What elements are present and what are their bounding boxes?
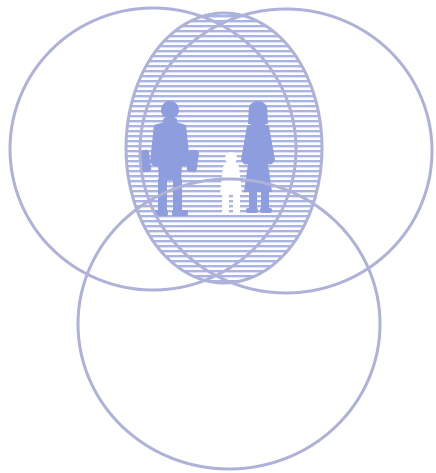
venn-diagram xyxy=(0,0,436,473)
